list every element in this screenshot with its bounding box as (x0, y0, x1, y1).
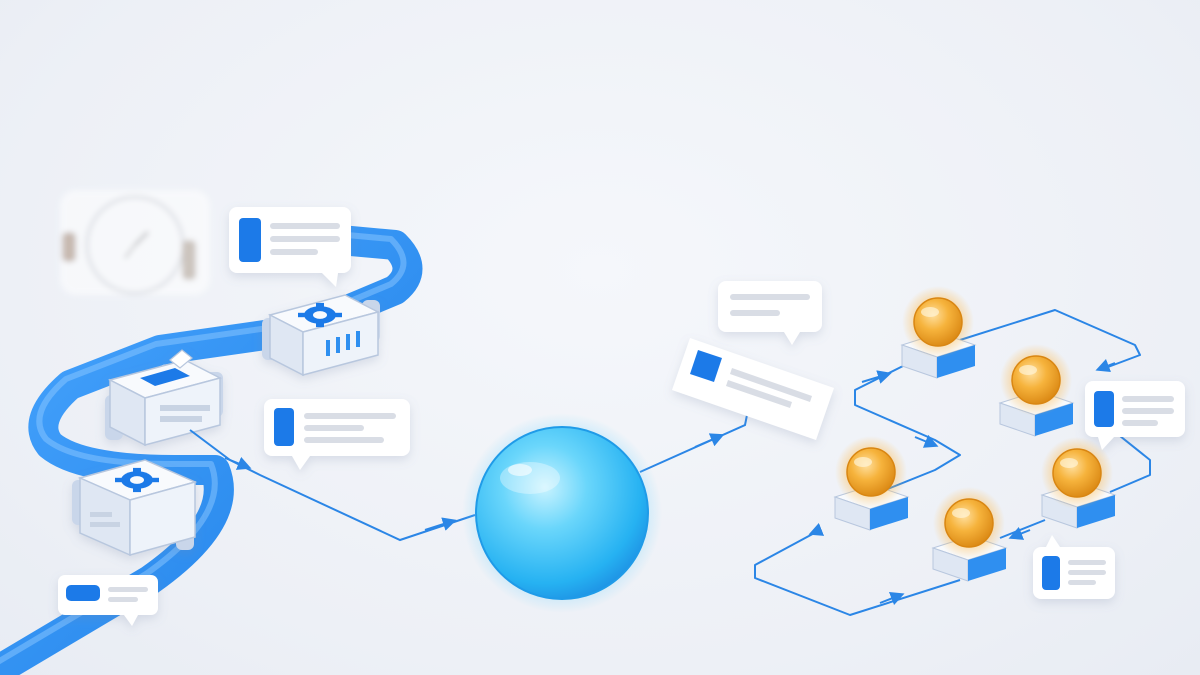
message-card (58, 575, 158, 626)
central-sphere (462, 413, 662, 613)
token-network-loop (754, 309, 1151, 616)
token-4 (1040, 437, 1117, 529)
gear-icon (298, 302, 342, 328)
message-card (1033, 535, 1115, 599)
message-card (264, 399, 410, 470)
message-card (672, 338, 834, 440)
gear-icon (115, 467, 159, 493)
valve-module-bottom (72, 459, 198, 557)
valve-module-top (262, 294, 381, 377)
clock-icon (60, 190, 210, 295)
message-card (718, 281, 822, 345)
token-3 (833, 436, 910, 531)
message-card (229, 207, 351, 287)
token-2 (998, 344, 1075, 437)
flow-line-to-hub (189, 429, 476, 542)
token-1 (900, 286, 977, 379)
flow-line-from-hub (639, 409, 749, 473)
valve-module-middle (105, 349, 223, 447)
pipeline (0, 225, 423, 675)
token-5 (931, 487, 1008, 582)
message-card (1085, 381, 1185, 450)
